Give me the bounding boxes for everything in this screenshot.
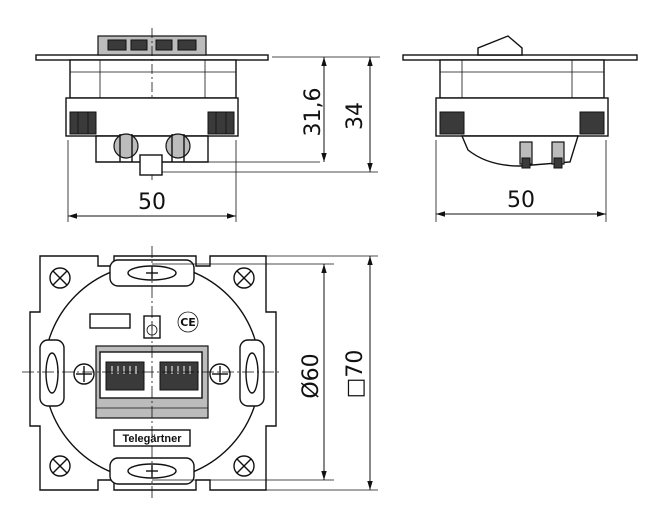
front-outer-height-dimension: 34 [343, 102, 368, 130]
side-width-dimension: 50 [507, 188, 535, 213]
corner-screw-holes [49, 267, 255, 477]
diameter-dimension: Ø60 [299, 353, 324, 398]
side-view: 50 [402, 35, 638, 222]
top-view: CE Telegärtner Ø60 □70 [22, 246, 378, 500]
front-view: 50 31,6 34 [35, 28, 380, 222]
square-dimension: □70 [343, 350, 368, 399]
brand-label: Telegärtner [122, 433, 182, 445]
front-width-dimension: 50 [138, 190, 166, 215]
front-inner-height-dimension: 31,6 [301, 88, 326, 137]
ce-mark: CE [180, 316, 196, 329]
